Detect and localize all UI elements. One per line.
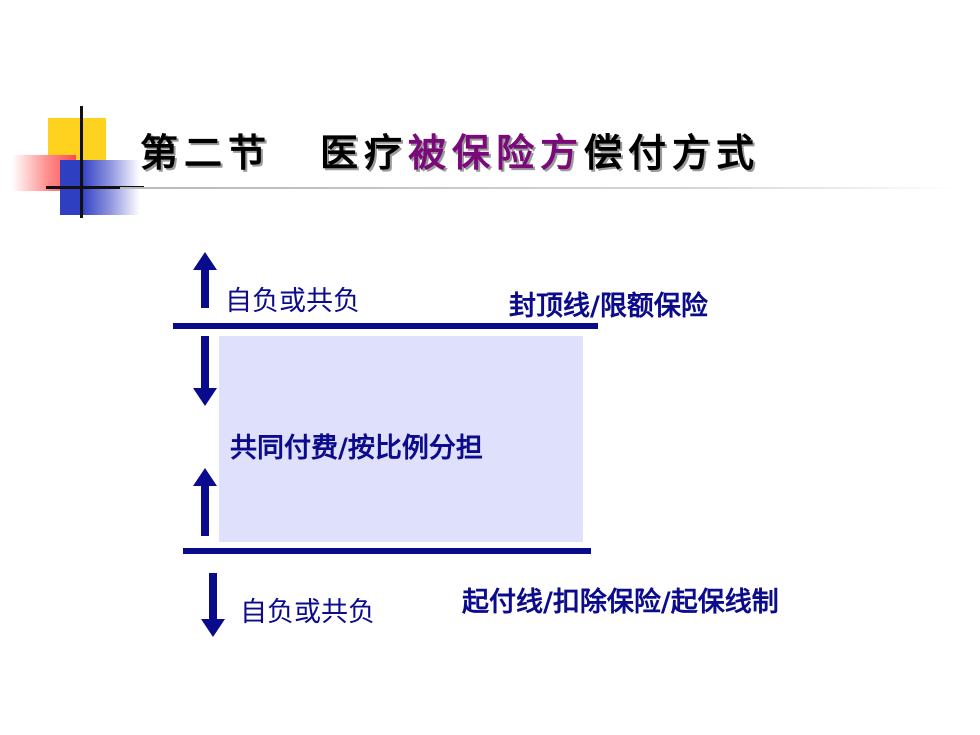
title-highlight: 被保险方: [408, 130, 585, 175]
lower-self-pay-label: 自负或共负: [240, 597, 375, 628]
deductible-line: [183, 548, 591, 554]
arrow-up-icon: [193, 468, 217, 536]
decor-horizontal-line: [46, 186, 144, 189]
decor-vertical-line: [80, 106, 83, 218]
arrow-down-icon: [193, 336, 217, 406]
arrow-down-icon: [201, 573, 225, 637]
ceiling-label: 封顶线/限额保险: [509, 291, 708, 322]
slide-title: 第二节 医疗被保险方偿付方式: [140, 122, 760, 177]
ceiling-line: [173, 323, 598, 329]
coinsurance-box: [219, 336, 583, 542]
arrow-up-icon: [193, 252, 217, 308]
coinsurance-label: 共同付费/按比例分担: [230, 433, 483, 464]
title-section: 第二节: [140, 130, 273, 175]
title-underline: [120, 187, 960, 189]
title-part2: 偿付方式: [584, 130, 761, 175]
title-part1: 医疗: [320, 130, 409, 175]
deductible-label: 起付线/扣除保险/起保线制: [462, 587, 779, 618]
upper-self-pay-label: 自负或共负: [225, 286, 360, 317]
